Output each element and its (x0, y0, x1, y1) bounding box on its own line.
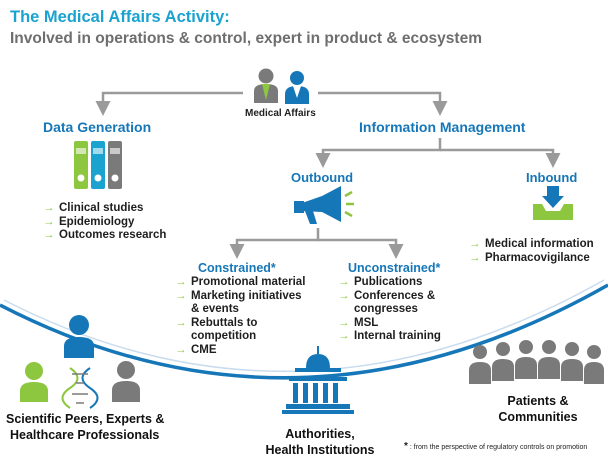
medical-affairs-label: Medical Affairs (245, 108, 316, 119)
authorities-line1: Authorities, (285, 427, 355, 441)
inbox-icon (533, 186, 573, 220)
patients-label: Patients & Communities (488, 393, 588, 425)
scientific-peers-line2: Healthcare Professionals (10, 428, 160, 442)
constrained-list: Promotional material Marketing initiativ… (175, 276, 325, 358)
unconstrained-heading: Unconstrained* (348, 261, 441, 275)
people-icon (254, 68, 309, 104)
outbound-heading: Outbound (291, 170, 354, 185)
inbound-heading: Inbound (526, 170, 578, 185)
information-management-heading: Information Management (359, 119, 526, 135)
list-item: MSL (338, 317, 456, 331)
page-title: The Medical Affairs Activity: (10, 8, 230, 26)
connector-outbound (229, 228, 404, 259)
constrained-heading: Constrained* (198, 261, 276, 275)
list-item: Outcomes research (43, 229, 193, 243)
list-item: Rebuttals to competition (175, 317, 291, 344)
data-generation-heading: Data Generation (43, 119, 152, 135)
footnote-mark: * (404, 441, 408, 452)
unconstrained-list: Publications Conferences & congresses MS… (338, 276, 456, 344)
inbound-list: Medical information Pharmacovigilance (469, 238, 607, 265)
binders-icon (74, 141, 122, 189)
data-generation-list: Clinical studies Epidemiology Outcomes r… (43, 202, 193, 243)
page-subtitle: Involved in operations & control, expert… (10, 30, 482, 47)
list-item: Epidemiology (43, 216, 193, 230)
list-item: Promotional material (175, 276, 325, 290)
authorities-line2: Health Institutions (265, 443, 375, 457)
list-item: Marketing initiatives & events (175, 290, 309, 317)
list-item: Conferences & congresses (338, 290, 454, 317)
scientific-peers-label: Scientific Peers, Experts & Healthcare P… (6, 411, 164, 443)
footnote: * : from the perspective of regulatory c… (404, 441, 587, 452)
list-item: Publications (338, 276, 456, 290)
crowd-icon (469, 340, 604, 384)
scientific-peers-line1: Scientific Peers, Experts & (6, 412, 165, 426)
patients-line1: Patients & (507, 394, 569, 408)
megaphone-icon (294, 186, 354, 224)
connector-info (315, 138, 561, 168)
list-item: Clinical studies (43, 202, 193, 216)
list-item: Pharmacovigilance (469, 252, 607, 266)
connector-top (95, 91, 448, 116)
list-item: Internal training (338, 330, 456, 344)
list-item: CME (175, 344, 325, 358)
scientific-group-icon (20, 315, 140, 402)
footnote-text: : from the perspective of regulatory con… (409, 444, 588, 451)
dna-icon (61, 367, 99, 409)
patients-line2: Communities (498, 410, 578, 424)
list-item: Medical information (469, 238, 607, 252)
authorities-label: Authorities, Health Institutions (262, 426, 378, 458)
